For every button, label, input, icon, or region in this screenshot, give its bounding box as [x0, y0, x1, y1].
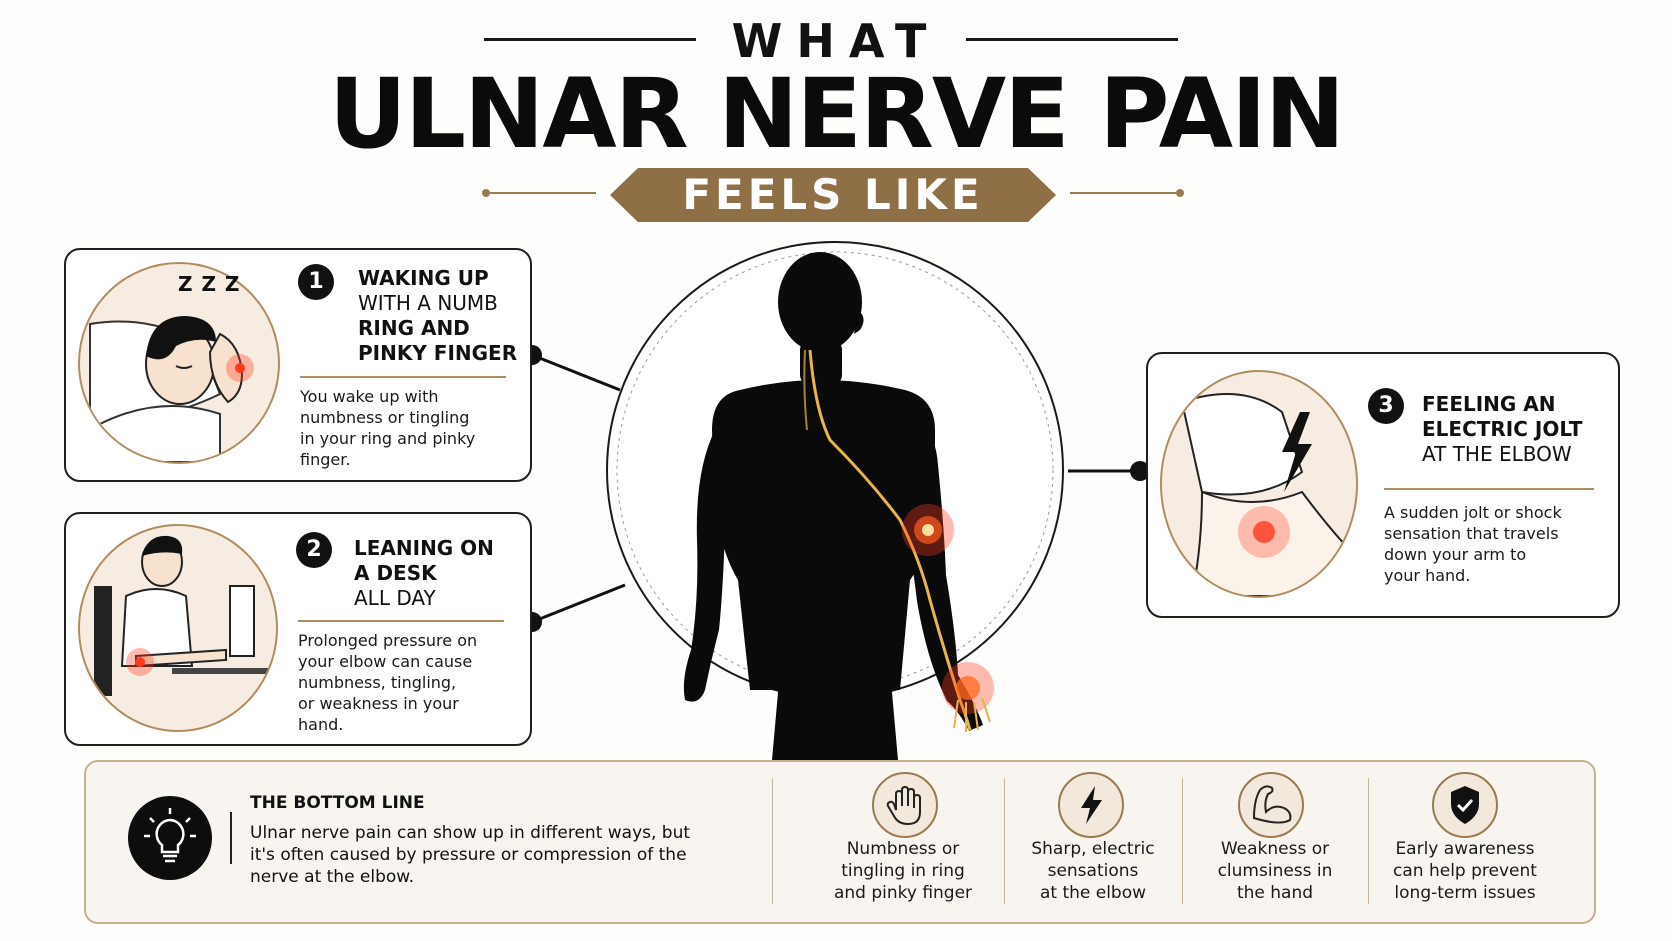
bottom-item-3-caption: Weakness or clumsiness in the hand: [1188, 838, 1362, 904]
lightbulb-icon: [128, 796, 212, 880]
card-3-divider: [1384, 488, 1594, 490]
card-2-desc-line: or weakness in your: [298, 694, 459, 713]
elbow-illustration: [1160, 370, 1358, 598]
bottom-line-accent: [230, 812, 232, 864]
card-1-title-line-1: WAKING UP: [358, 266, 489, 290]
card-1-desc-line: You wake up with: [300, 387, 439, 406]
bottom-line-text: Ulnar nerve pain can show up in differen…: [250, 822, 690, 888]
card-2-title-line-3: ALL DAY: [354, 586, 436, 610]
card-2-title: LEANING ON A DESK ALL DAY: [354, 536, 494, 611]
bottom-item-2-caption: Sharp, electric sensations at the elbow: [1010, 838, 1176, 904]
sleep-zz-text: Z Z Z: [178, 272, 241, 296]
caption-line: tingling in ring: [841, 861, 965, 881]
title-rule-left: [484, 38, 696, 41]
caption-line: clumsiness in: [1217, 861, 1333, 881]
card-2-desc-line: numbness, tingling,: [298, 673, 457, 692]
card-3-title-line-3: AT THE ELBOW: [1422, 442, 1572, 466]
card-3-title-line-1: FEELING AN: [1422, 392, 1556, 416]
card-1-title-line-4: PINKY FINGER: [358, 341, 518, 365]
caption-line: and pinky finger: [833, 883, 973, 903]
caption-line: the hand: [1236, 883, 1314, 903]
card-1-title-line-3: RING AND: [358, 316, 470, 340]
card-3-title-line-2: ELECTRIC JOLT: [1422, 417, 1583, 441]
bottom-line-text-line: Ulnar nerve pain can show up in differen…: [250, 823, 691, 843]
card-3-desc-line: down your arm to: [1384, 545, 1527, 564]
card-1-description: You wake up with numbness or tingling in…: [300, 386, 475, 470]
card-3-desc-line: sensation that travels: [1384, 524, 1559, 543]
ribbon-line-left: [490, 192, 596, 194]
card-1-divider: [300, 376, 506, 378]
card-3-desc-line: your hand.: [1384, 566, 1471, 585]
bottom-item-4-caption: Early awareness can help prevent long-te…: [1376, 838, 1554, 904]
card-2-title-line-2: A DESK: [354, 561, 437, 585]
card-2-desc-line: your elbow can cause: [298, 652, 473, 671]
flexed-arm-icon: [1238, 772, 1304, 838]
caption-line: long-term issues: [1394, 883, 1536, 903]
card-2-desc-line: hand.: [298, 715, 344, 734]
page-title: ULNAR NERVE PAIN: [328, 58, 1345, 170]
caption-line: Early awareness: [1395, 839, 1535, 859]
card-2-number: 2: [296, 532, 332, 568]
card-1-desc-line: numbness or tingling: [300, 408, 470, 427]
bottom-line-text-line: it's often caused by pressure or compres…: [250, 845, 687, 865]
card-1-number: 1: [298, 264, 334, 300]
desk-illustration: [78, 524, 278, 732]
card-2-description: Prolonged pressure on your elbow can cau…: [298, 630, 477, 735]
card-1-desc-line: in your ring and pinky: [300, 429, 476, 448]
hand-icon: [872, 772, 938, 838]
card-3-title: FEELING AN ELECTRIC JOLT AT THE ELBOW: [1422, 392, 1582, 467]
title-what: WHAT: [731, 14, 941, 68]
card-1-title-line-2: WITH A NUMB: [358, 291, 498, 315]
card-3-description: A sudden jolt or shock sensation that tr…: [1384, 502, 1562, 586]
bottom-separator: [1368, 778, 1369, 904]
card-2-title-line-1: LEANING ON: [354, 536, 494, 560]
caption-line: Weakness or: [1220, 839, 1330, 859]
ribbon-dot-left: [482, 189, 490, 197]
card-3-number: 3: [1368, 388, 1404, 424]
card-2-divider: [298, 620, 504, 622]
card-2-desc-line: Prolonged pressure on: [298, 631, 478, 650]
card-1-desc-line: finger.: [300, 450, 351, 469]
bottom-line-panel: [84, 760, 1596, 924]
bottom-item-1-caption: Numbness or tingling in ring and pinky f…: [790, 838, 1016, 904]
lightning-icon: [1058, 772, 1124, 838]
caption-line: Sharp, electric: [1031, 839, 1155, 859]
shield-check-icon: [1432, 772, 1498, 838]
ribbon-dot-right: [1176, 189, 1184, 197]
title-rule-right: [966, 38, 1178, 41]
sleep-illustration: [78, 262, 280, 464]
caption-line: can help prevent: [1393, 861, 1537, 881]
bottom-separator: [1004, 778, 1005, 904]
card-1-title: WAKING UP WITH A NUMB RING AND PINKY FIN…: [358, 266, 517, 366]
caption-line: Numbness or: [846, 839, 960, 859]
bottom-line-title: THE BOTTOM LINE: [250, 793, 425, 813]
bottom-line-text-line: nerve at the elbow.: [250, 867, 415, 887]
card-3-desc-line: A sudden jolt or shock: [1384, 503, 1562, 522]
body-illustration: [606, 241, 1064, 760]
ribbon-shape: [610, 168, 1056, 222]
bottom-separator: [772, 778, 773, 904]
bottom-separator: [1182, 778, 1183, 904]
ribbon-line-right: [1070, 192, 1176, 194]
caption-line: sensations: [1047, 861, 1139, 881]
caption-line: at the elbow: [1039, 883, 1147, 903]
ribbon-subtitle: FEELS LIKE: [682, 170, 984, 219]
